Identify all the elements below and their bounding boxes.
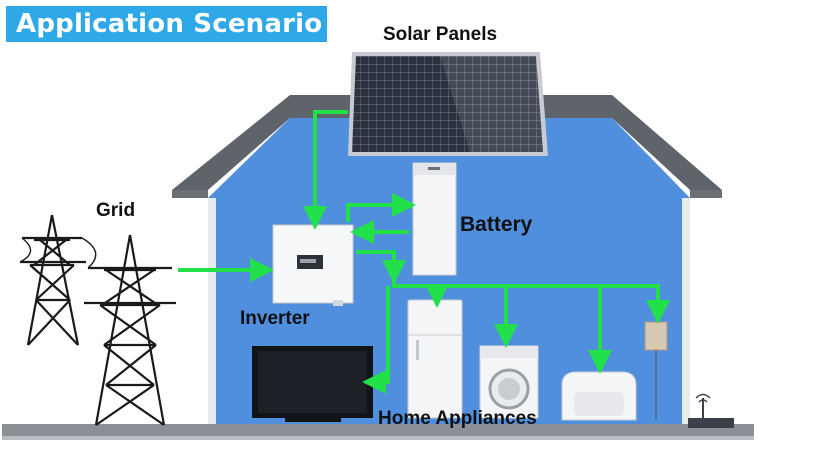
tv-appliance	[252, 346, 373, 422]
arrow-inverter-to-battery	[346, 193, 416, 222]
energy-flow-arrows	[178, 110, 670, 394]
solar-panel	[348, 52, 548, 156]
house-right-outer-wall	[690, 190, 722, 198]
tv-screen	[258, 351, 367, 413]
power-lines	[19, 237, 97, 269]
label-grid: Grid	[96, 200, 136, 221]
grid-towers	[19, 214, 176, 426]
solar-panel-glare	[440, 56, 543, 152]
ground-shadow	[2, 436, 754, 440]
battery-indicator	[428, 167, 440, 170]
appliance-bus-line	[392, 252, 670, 324]
router-body	[688, 418, 734, 428]
tower-back	[20, 214, 86, 346]
router-device	[688, 393, 734, 428]
label-home-appliances: Home Appliances	[378, 408, 537, 429]
washer-panel	[480, 346, 538, 358]
fridge-handle	[416, 340, 419, 360]
lamp-shade	[644, 321, 668, 351]
inverter-unit	[272, 224, 354, 306]
label-inverter: Inverter	[240, 308, 310, 329]
inverter-base	[333, 300, 343, 306]
label-solar-panels: Solar Panels	[383, 24, 498, 45]
inverter-display-text	[300, 259, 316, 263]
wifi-icon	[695, 393, 711, 403]
washer-drum	[498, 378, 520, 400]
label-battery: Battery	[460, 213, 533, 236]
arrow-solar-to-inverter	[303, 110, 348, 230]
armchair-appliance	[561, 371, 637, 421]
ground-platform	[2, 424, 754, 436]
battery-unit	[412, 162, 457, 276]
solar-panel-cells	[352, 56, 543, 152]
house-wall-left-edge	[208, 198, 216, 425]
page-title: Application Scenario	[6, 6, 327, 42]
house-wall-right-edge	[682, 198, 690, 425]
battery-body	[412, 162, 457, 276]
house-left-outer-wall	[172, 190, 208, 198]
tv-stand	[285, 418, 341, 422]
tower-front	[84, 234, 176, 426]
armchair-seat	[574, 392, 624, 416]
washer-appliance	[479, 345, 539, 419]
arrow-to-tv	[362, 286, 390, 394]
fridge-appliance	[407, 299, 463, 419]
